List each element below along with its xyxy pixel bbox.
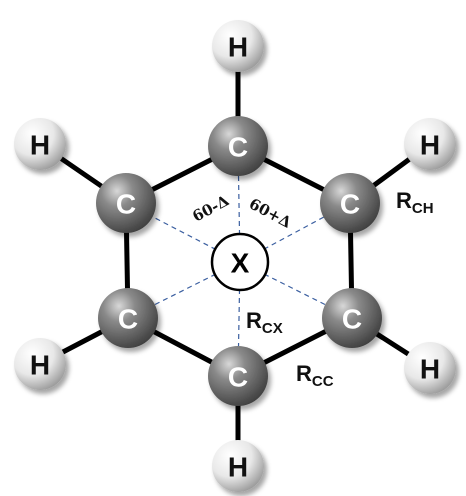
carbon-bottom-label: C — [228, 362, 248, 393]
carbon-top — [208, 116, 268, 176]
hydrogen-top — [212, 20, 264, 72]
hydrogen-atoms: H H H H H H — [14, 20, 456, 492]
carbon-top-label: C — [228, 132, 248, 163]
hydrogen-bottom — [212, 440, 264, 492]
carbon-lower-right — [322, 288, 382, 348]
r-ch-main: R — [396, 188, 412, 213]
r-cx-sub: CX — [262, 320, 283, 337]
r-cc-sub: CC — [312, 373, 334, 390]
center-x-label: X — [231, 248, 250, 279]
hydrogen-lower-right — [404, 342, 456, 394]
carbon-upper-left — [96, 173, 156, 233]
hydrogen-upper-right-label: H — [420, 130, 440, 161]
hydrogen-upper-left — [14, 118, 66, 170]
carbon-upper-right-label: C — [340, 189, 360, 220]
carbon-bottom — [208, 346, 268, 406]
angle-left-label: 60-Δ — [189, 191, 232, 225]
r-cx-main: R — [246, 308, 262, 333]
hydrogen-lower-left-label: H — [30, 350, 50, 381]
r-ch-sub: CH — [412, 200, 434, 217]
carbon-upper-left-label: C — [116, 189, 136, 220]
hydrogen-upper-left-label: H — [30, 130, 50, 161]
r-cx-label: RCX — [246, 308, 283, 337]
r-cc-main: R — [296, 361, 312, 386]
carbon-lower-right-label: C — [342, 304, 362, 335]
hydrogen-upper-right — [404, 118, 456, 170]
hydrogen-bottom-label: H — [228, 452, 248, 483]
hydrogen-lower-right-label: H — [420, 354, 440, 385]
carbon-lower-left — [98, 288, 158, 348]
carbon-atoms: C C C C C C — [96, 116, 382, 406]
carbon-upper-right — [320, 173, 380, 233]
center-x-atom — [210, 232, 270, 292]
r-ch-label: RCH — [396, 188, 434, 217]
hydrogen-lower-left — [14, 338, 66, 390]
angle-right-label: 60+Δ — [246, 195, 295, 232]
carbon-lower-left-label: C — [118, 304, 138, 335]
r-cc-label: RCC — [296, 361, 334, 390]
hydrogen-top-label: H — [228, 32, 248, 63]
